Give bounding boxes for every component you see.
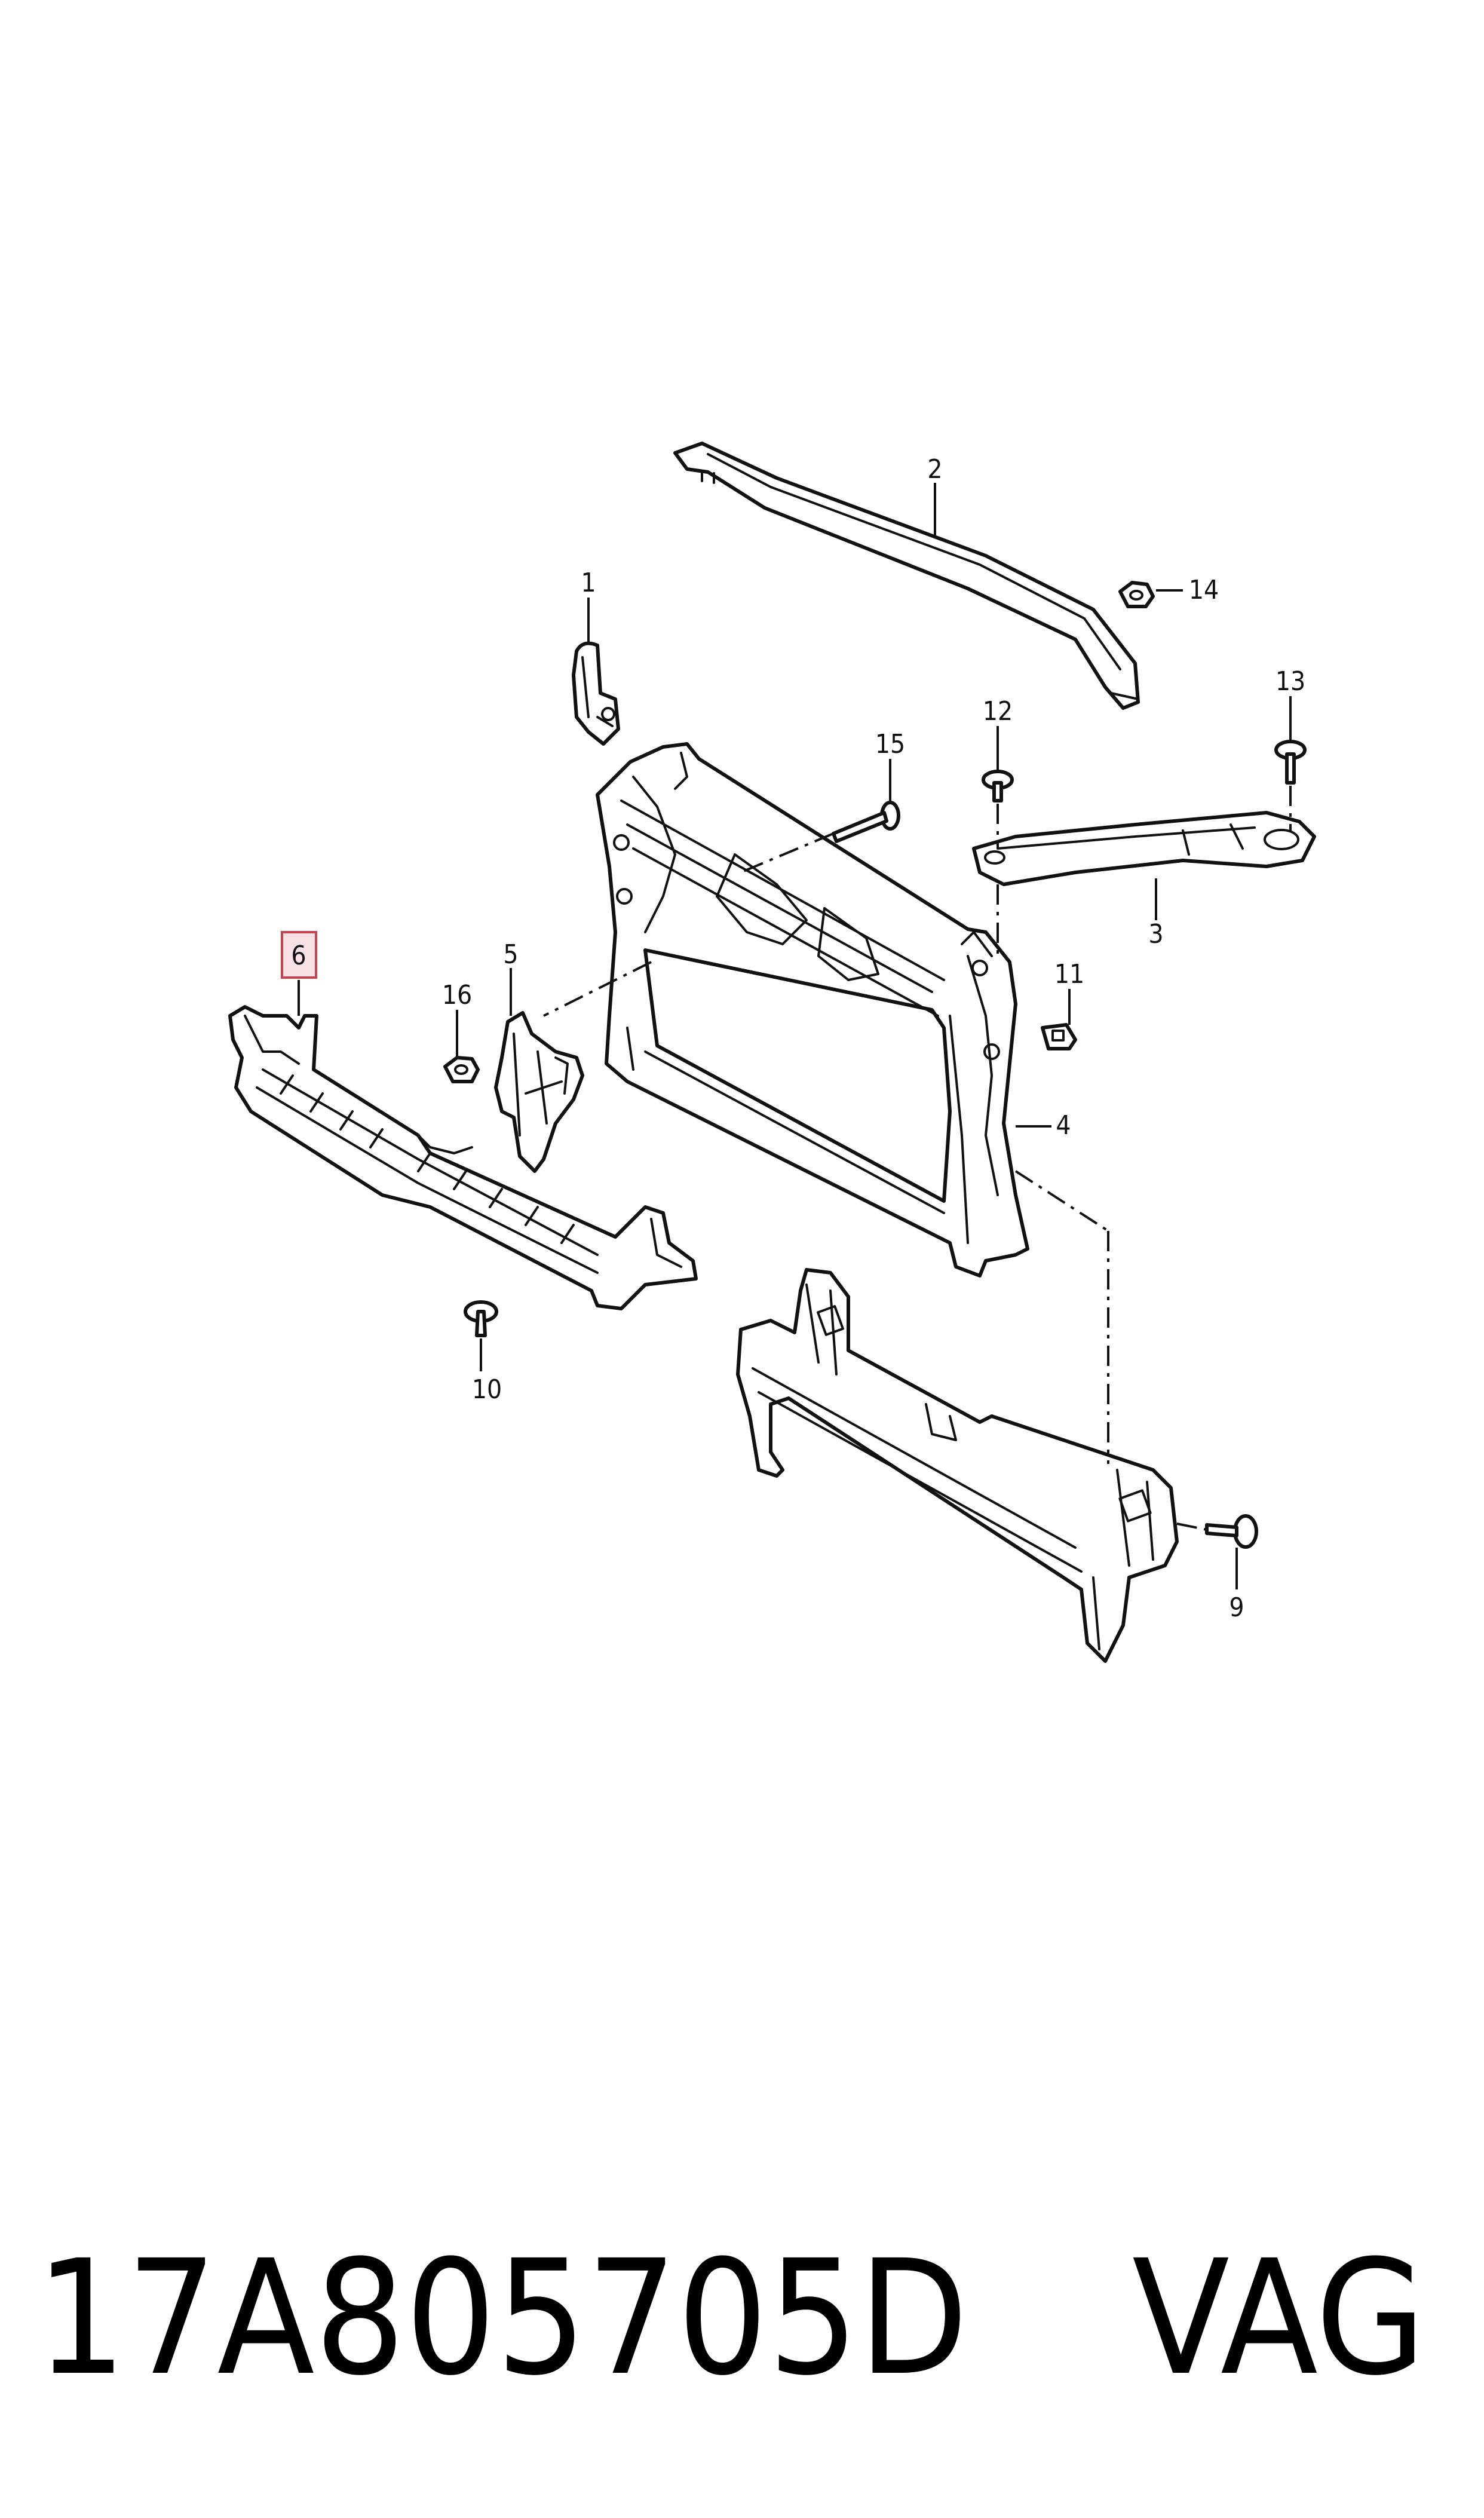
- callout-4: 4: [1056, 1110, 1071, 1141]
- part-16-nut[interactable]: [443, 1056, 480, 1083]
- brand-label: VAG: [1132, 2226, 1426, 2410]
- part-11-clip[interactable]: [1041, 1023, 1077, 1050]
- part-number: 17A805705D: [36, 2226, 968, 2410]
- assembly-lines: [543, 786, 1292, 1531]
- callout-16: 16: [442, 980, 472, 1010]
- part-14-nut[interactable]: [1118, 581, 1155, 608]
- part-1-bracket[interactable]: [572, 641, 620, 746]
- part-2-upper-brace[interactable]: [673, 442, 1140, 710]
- callout-13: 13: [1275, 666, 1305, 697]
- callout-3: 3: [1148, 919, 1163, 949]
- callout-15: 15: [875, 729, 905, 759]
- part-15-bolt[interactable]: [832, 801, 900, 843]
- part-9-bolt[interactable]: [1205, 1514, 1258, 1549]
- callout-12: 12: [983, 696, 1013, 727]
- part-3-support-brace[interactable]: [972, 811, 1316, 886]
- callout-14: 14: [1189, 575, 1219, 605]
- part-4-radiator-carrier[interactable]: [596, 742, 1029, 1278]
- part-12-bolt[interactable]: [982, 770, 1014, 802]
- callout-2: 2: [927, 454, 942, 485]
- callout-labels: 1 2 3 4 5 6 9 10 11 12 13 14 15 16: [291, 454, 1305, 1623]
- callout-9: 9: [1229, 1592, 1244, 1623]
- part-6-air-guide[interactable]: [228, 1005, 698, 1310]
- part-13-bolt[interactable]: [1274, 740, 1307, 785]
- part-10-bolt[interactable]: [464, 1300, 498, 1337]
- callout-5: 5: [503, 939, 518, 970]
- bumper-carrier[interactable]: [736, 1268, 1179, 1663]
- highlight-box: [281, 931, 317, 979]
- part-5-side-bracket[interactable]: [494, 1011, 584, 1173]
- callout-11: 11: [1054, 959, 1084, 990]
- callout-6: 6: [291, 941, 306, 971]
- callout-10: 10: [472, 1374, 502, 1405]
- callout-1: 1: [581, 568, 596, 598]
- leader-lines: [298, 483, 1292, 1589]
